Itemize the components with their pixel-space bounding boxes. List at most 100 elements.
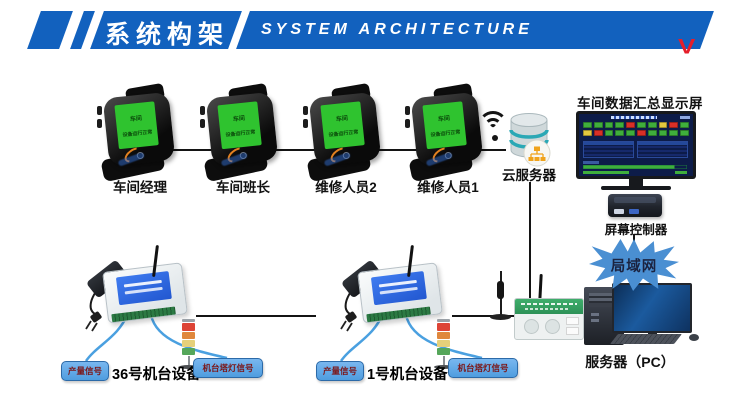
summary-display-monitor — [576, 111, 696, 179]
dashboard-table-left — [583, 141, 634, 158]
watch-side-button — [303, 106, 308, 115]
status-tile — [626, 130, 635, 136]
watch-label-manager: 车间经理 — [113, 180, 167, 195]
status-tile — [604, 122, 614, 128]
smartwatch-foreman: 车间 设备运行正常 — [200, 82, 283, 183]
status-tile — [658, 130, 668, 136]
gateway-antenna-base — [490, 314, 511, 320]
dashboard-progress-bar — [675, 171, 687, 174]
status-tile — [593, 122, 603, 128]
status-tile — [583, 130, 592, 136]
pc-monitor — [612, 283, 692, 333]
watch-screen: 车间 设备运行正常 — [320, 101, 365, 150]
dashboard-clock-chip — [680, 116, 690, 119]
status-tile — [604, 130, 614, 136]
gateway-sticker — [566, 317, 579, 325]
gateway-top-panel — [515, 299, 583, 314]
status-tile — [647, 130, 657, 136]
pc-monitor-screen — [614, 285, 690, 331]
watch-side-button — [97, 106, 102, 115]
status-tile — [669, 122, 679, 128]
status-tile — [593, 130, 603, 136]
status-tile — [669, 130, 679, 136]
status-tile — [680, 122, 689, 128]
signal-pill-output: 产量信号 — [61, 361, 109, 381]
machine-device-1: 产量信号 1号机台设备 机台塔灯信号 — [310, 244, 560, 400]
watch-side-button — [405, 106, 410, 115]
status-tile — [647, 122, 657, 128]
server-pc-label: 服务器（PC） — [585, 354, 675, 370]
machine-terminal-box — [102, 262, 188, 324]
pc-keyboard — [610, 334, 682, 344]
watch-side-button — [97, 119, 102, 128]
machine-name: 1号机台设备 — [367, 367, 448, 383]
watch-screen-text: 车间 — [129, 115, 143, 123]
lan-label: 局域网 — [610, 258, 658, 275]
status-tile — [626, 122, 635, 128]
page-title-en: SYSTEM ARCHITECTURE — [261, 21, 533, 38]
watch-screen-text: 车间 — [335, 115, 349, 123]
gateway-external-antenna — [497, 281, 504, 299]
machine-device-36: 产量信号 36号机台设备 机台塔灯信号 — [55, 244, 305, 400]
watch-screen-text: 设备运行正常 — [328, 129, 359, 138]
dashboard-section-label — [583, 161, 599, 164]
watch-label-maintenance-2: 维修人员2 — [315, 180, 377, 195]
watch-screen-text: 车间 — [437, 115, 451, 123]
wifi-icon — [476, 109, 516, 149]
signal-pill-towerlight: 机台塔灯信号 — [193, 358, 263, 378]
machine-label-panel — [370, 270, 427, 306]
machine-name: 36号机台设备 — [112, 367, 201, 383]
watch-screen: 车间 设备运行正常 — [114, 101, 159, 150]
gateway-sticker — [566, 327, 579, 335]
signal-tower-light — [434, 319, 453, 369]
cloud-database-icon — [509, 113, 551, 167]
gateway-knockout — [545, 319, 560, 334]
status-tile — [680, 130, 689, 136]
watch-screen: 车间 设备运行正常 — [422, 101, 467, 150]
watch-face: 车间 设备运行正常 — [410, 91, 484, 167]
status-tile — [615, 122, 625, 128]
gateway-knockout — [524, 319, 539, 334]
watch-side-button — [303, 119, 308, 128]
machine-terminal-box — [357, 262, 443, 324]
watch-side-button — [200, 119, 205, 128]
screen-controller-label: 屏幕控制器 — [604, 223, 668, 237]
watch-face: 车间 设备运行正常 — [308, 91, 382, 167]
status-tile — [658, 122, 668, 128]
screen-controller-box — [608, 194, 662, 217]
watch-screen-text: 车间 — [232, 115, 246, 123]
monitor-stand — [629, 179, 643, 186]
gateway-device — [514, 298, 584, 340]
machine-label-panel — [115, 270, 172, 306]
signal-tower-light — [179, 319, 198, 369]
dashboard-titlebar — [611, 116, 657, 119]
status-tile — [583, 122, 592, 128]
smartwatch-maintenance-2: 车间 设备运行正常 — [303, 82, 386, 183]
signal-pill-output: 产量信号 — [316, 361, 364, 381]
monitor-stand-base — [601, 186, 671, 190]
watch-screen: 车间 设备运行正常 — [217, 101, 262, 150]
watch-label-foreman: 车间班长 — [216, 180, 270, 195]
machine-status-tile-grid — [583, 122, 689, 136]
smartwatch-manager: 车间 设备运行正常 — [97, 82, 180, 183]
watch-screen-text: 设备运行正常 — [225, 129, 256, 138]
red-chevron-icon: V — [678, 34, 696, 59]
smartwatch-maintenance-1: 车间 设备运行正常 — [405, 82, 488, 183]
watch-side-button — [405, 119, 410, 128]
signal-pill-towerlight: 机台塔灯信号 — [448, 358, 518, 378]
display-title: 车间数据汇总显示屏 — [577, 96, 703, 111]
cloud-server-label: 云服务器 — [502, 168, 556, 183]
watch-face: 车间 设备运行正常 — [102, 91, 176, 167]
watch-screen-text: 设备运行正常 — [430, 129, 461, 138]
page-title-cn: 系统构架 — [104, 21, 229, 49]
status-tile — [615, 130, 625, 136]
dashboard-progress-bar — [583, 165, 687, 169]
watch-face: 车间 设备运行正常 — [205, 91, 279, 167]
watch-label-maintenance-1: 维修人员1 — [417, 180, 479, 195]
dashboard-screen — [579, 114, 693, 176]
dashboard-table-right — [637, 141, 688, 158]
status-tile — [637, 130, 646, 136]
dashboard-progress-bar — [583, 171, 629, 174]
watch-screen-text: 设备运行正常 — [122, 129, 153, 138]
